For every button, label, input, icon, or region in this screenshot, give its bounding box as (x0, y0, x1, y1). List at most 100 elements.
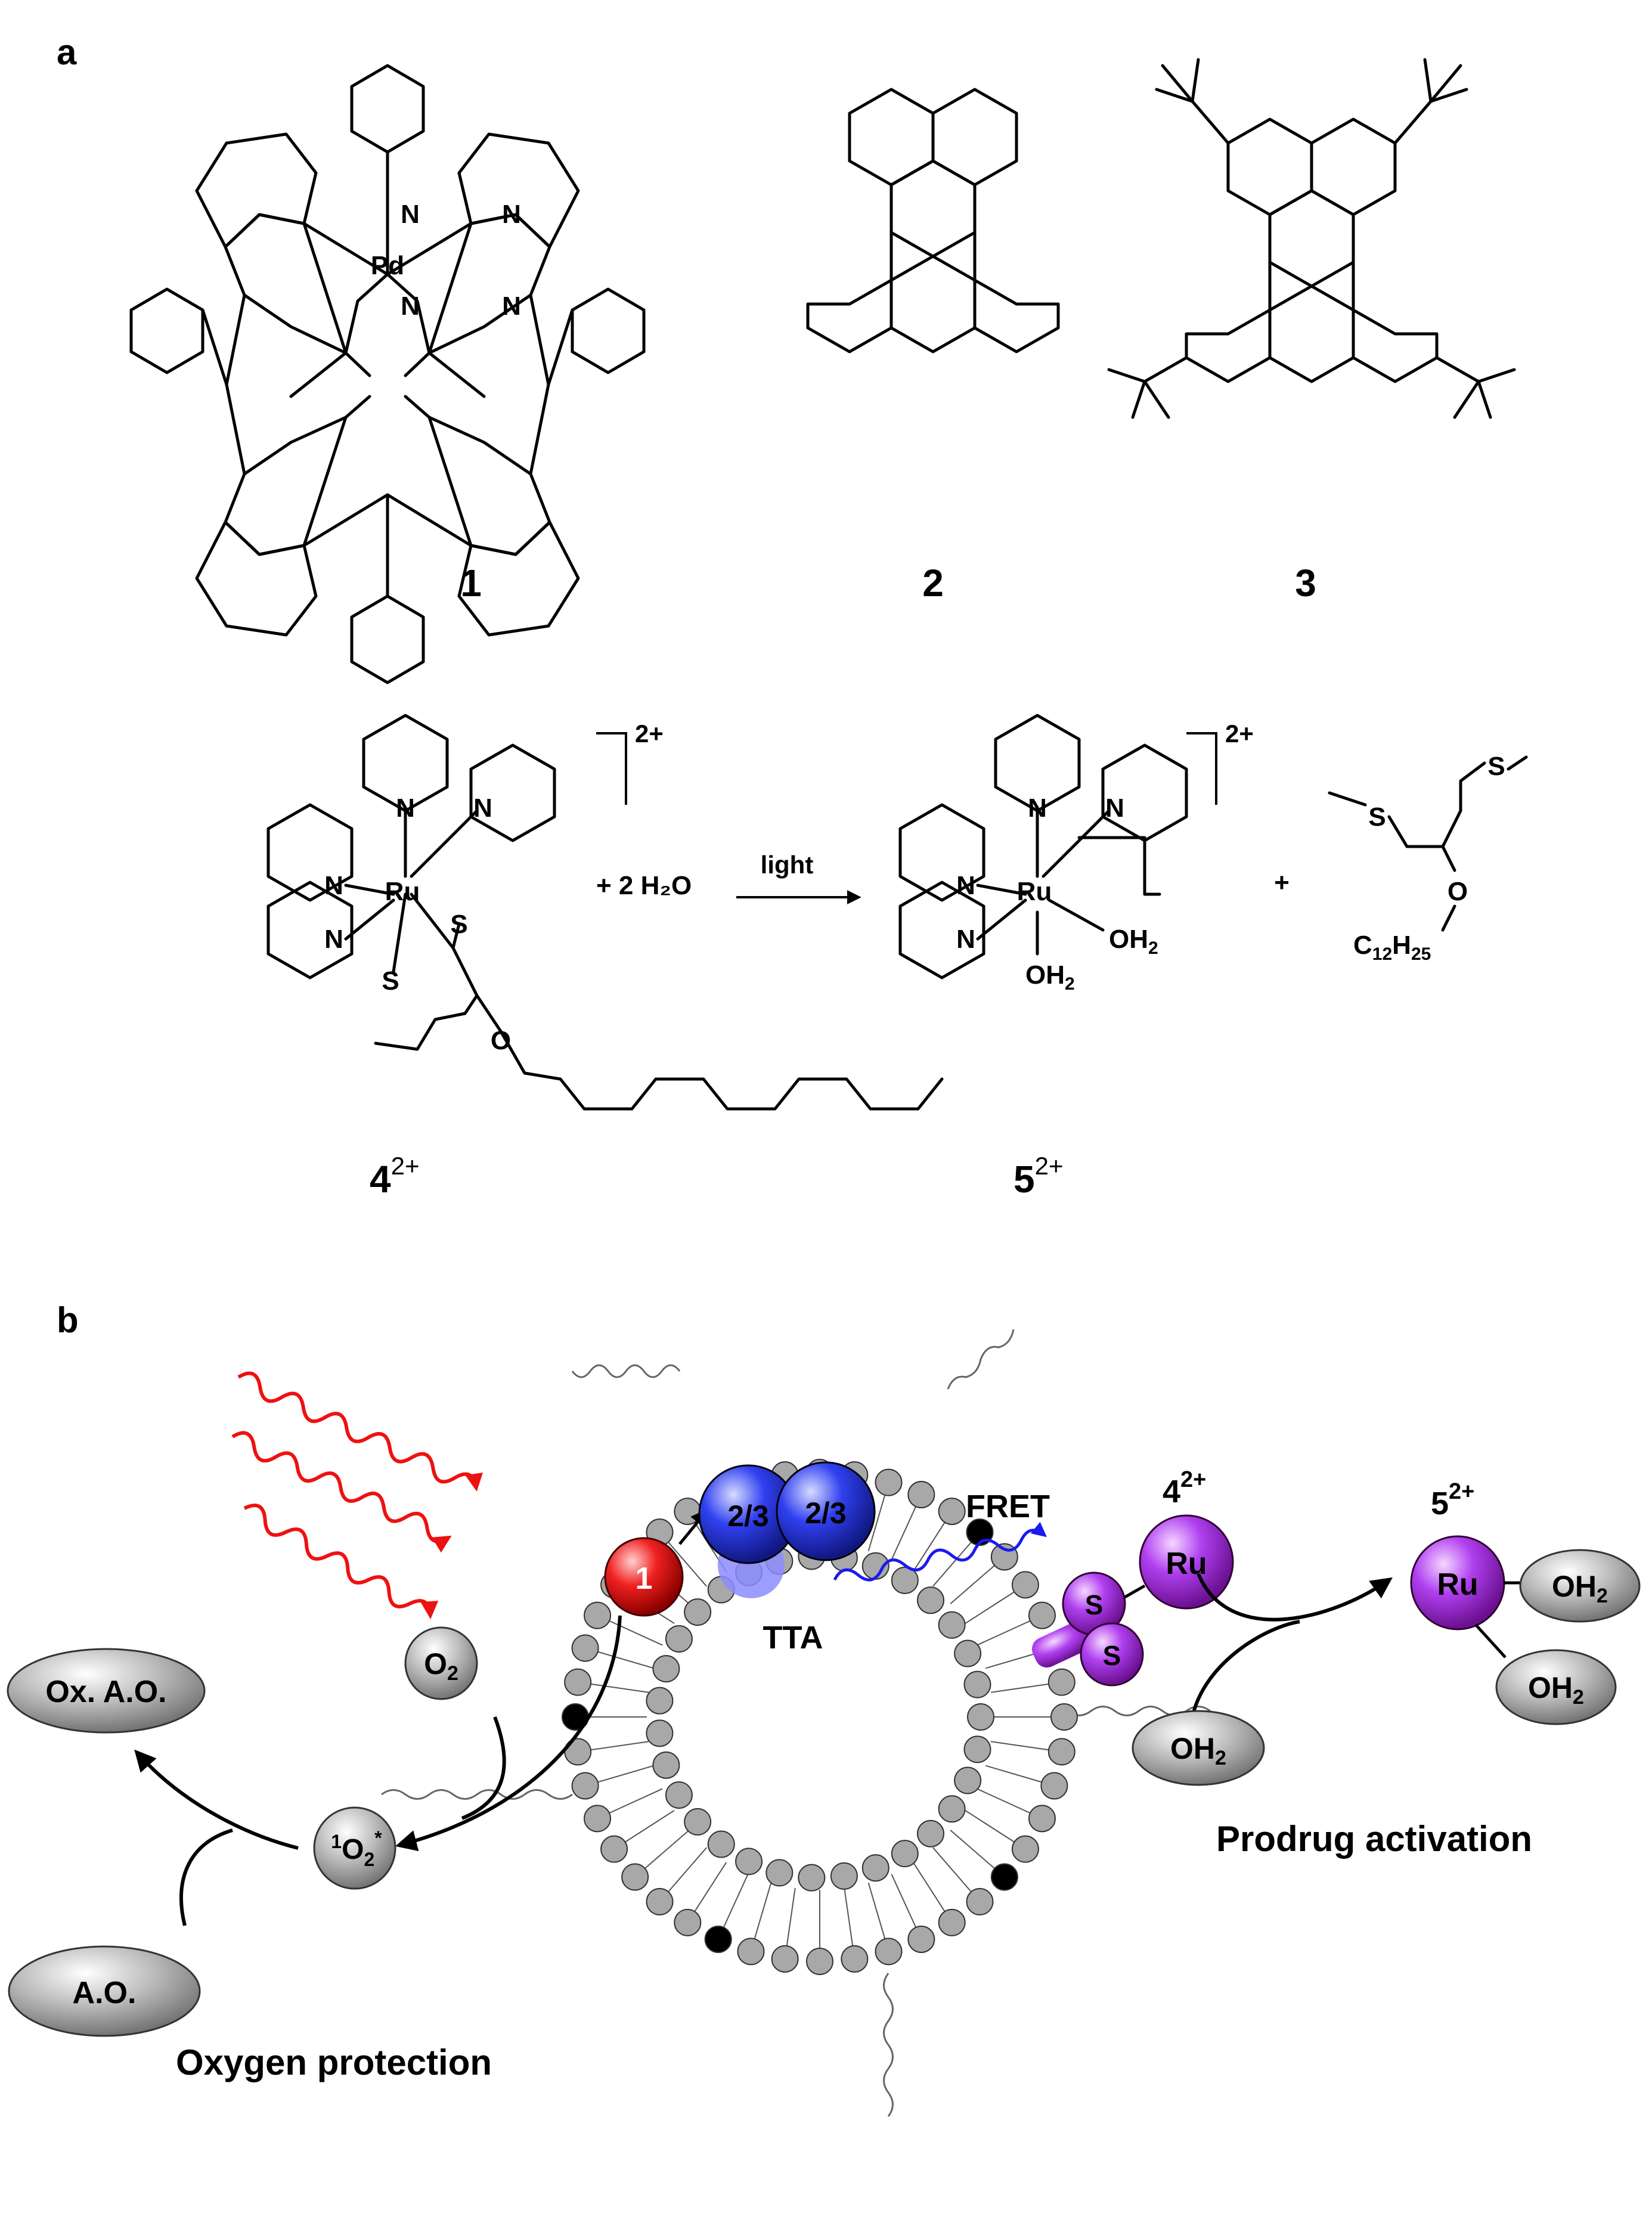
lipid-head (963, 1670, 991, 1698)
compound-2-structure (806, 88, 1060, 354)
lipid-tail (667, 1847, 707, 1893)
prodrug-activation-label: Prodrug activation (1216, 1819, 1532, 1859)
fret-arrow (833, 1521, 1047, 1582)
plus-sign: + (1274, 868, 1290, 897)
s-label: S (1103, 1640, 1121, 1671)
atom-o: O (1448, 877, 1468, 906)
atom-n: N (324, 925, 343, 954)
lipid-head (907, 1925, 935, 1953)
annihilator-sphere (776, 1461, 876, 1561)
bond (1474, 1623, 1507, 1659)
lipid-tail (912, 1862, 946, 1913)
lipid-tail (786, 1887, 796, 1948)
singlet-oxygen-label: 1O2* (331, 1827, 382, 1870)
atom-n: N (502, 200, 521, 229)
lipid-head (1047, 1668, 1075, 1696)
complex-5-label: 52+ (1431, 1479, 1474, 1521)
lipid-tail (912, 1521, 946, 1572)
atom-n: N (502, 292, 521, 321)
thioether-ligand (1328, 755, 1528, 872)
lipid-head (1028, 1601, 1056, 1629)
atom-n: N (1028, 793, 1047, 823)
lipid-head (1040, 1772, 1068, 1800)
lipid-head (875, 1468, 903, 1496)
singlet-oxygen-sphere (313, 1806, 396, 1890)
compound-2-label: 2 (922, 562, 944, 605)
fret-label: FRET (966, 1489, 1050, 1524)
lipid-tail (985, 1765, 1043, 1783)
lipid-head (938, 1611, 966, 1639)
lipid-tail (932, 1847, 973, 1893)
plus-water-label: + 2 H₂O (596, 871, 692, 900)
lipid-head (954, 1766, 982, 1794)
lipid-tail (990, 1741, 1050, 1751)
lipid-head (891, 1840, 919, 1868)
panel-b-label: b (57, 1300, 79, 1340)
lipid-head (841, 1945, 869, 1973)
lipid-tail (596, 1765, 655, 1783)
lipid-head (891, 1566, 919, 1594)
atom-n: N (956, 925, 975, 954)
compound-1-structure: N N N N Pd (129, 64, 646, 684)
oxygen-sphere (404, 1626, 478, 1700)
lipid-tail (965, 1809, 1016, 1843)
lipid-tail (608, 1788, 663, 1814)
lipid-tail (643, 1830, 690, 1870)
lipid-head (917, 1819, 945, 1848)
atom-s: S (382, 966, 399, 996)
peg-lipid-head (704, 1925, 732, 1953)
lipid-tail (891, 1874, 917, 1929)
lipid-tail (589, 1741, 649, 1751)
oxygen-label: O2 (424, 1647, 458, 1685)
complex-4-label: 42+ (370, 1152, 419, 1201)
atom-ru: Ru (385, 877, 420, 906)
water-label: OH2 (1170, 1732, 1226, 1769)
lipid-head (571, 1772, 599, 1800)
ruthenium-sphere (1139, 1514, 1234, 1610)
atom-n: N (401, 200, 420, 229)
ru-label: Ru (1437, 1567, 1478, 1602)
lipid-head (954, 1639, 982, 1667)
bracket (596, 732, 627, 805)
water-ellipse (1495, 1649, 1617, 1725)
lipid-tail (754, 1882, 772, 1941)
atom-s: S (450, 910, 467, 939)
lipid-tail (990, 1683, 1050, 1693)
panel-a-label: a (57, 32, 77, 72)
compound-3-structure (1107, 58, 1516, 419)
water-ellipse (1519, 1549, 1641, 1623)
lipid-head (1011, 1835, 1039, 1863)
water-label: OH2 (1528, 1671, 1584, 1709)
charge-label: 2+ (635, 720, 664, 748)
water-ligand: OH2 (1025, 960, 1075, 994)
atom-s: S (1368, 802, 1386, 832)
atom-n: N (1105, 793, 1124, 823)
hydrolysis-arrow (1197, 1573, 1393, 1622)
lipid-head (771, 1945, 799, 1973)
complex-5-label: 52+ (1013, 1152, 1063, 1201)
lipid-head (798, 1864, 826, 1892)
light-label: light (761, 851, 814, 879)
compound-3-label: 3 (1295, 562, 1316, 605)
oxidized-antioxidant-label: Ox. A.O. (45, 1675, 166, 1709)
lipid-head (917, 1586, 945, 1614)
lipid-tail (867, 1882, 886, 1941)
lipid-tail (693, 1862, 727, 1913)
atom-n: N (401, 292, 420, 321)
lipid-tail (867, 1493, 886, 1552)
lipid-tail (932, 1540, 973, 1587)
lipid-head (571, 1634, 599, 1662)
s-label: S (1085, 1589, 1104, 1620)
lipid-tail (950, 1564, 996, 1604)
lipid-head (735, 1848, 763, 1876)
lipid-head (1028, 1805, 1056, 1833)
annihilator-label: 2/3 (805, 1496, 847, 1530)
lipid-head (674, 1908, 702, 1936)
water-entry-arrow (1191, 1620, 1300, 1718)
water-ligand: OH2 (1109, 925, 1158, 958)
lipid-head (830, 1862, 858, 1890)
lipid-tail (977, 1788, 1032, 1814)
atom-ru: Ru (1017, 877, 1052, 906)
lipid-head (646, 1719, 674, 1747)
